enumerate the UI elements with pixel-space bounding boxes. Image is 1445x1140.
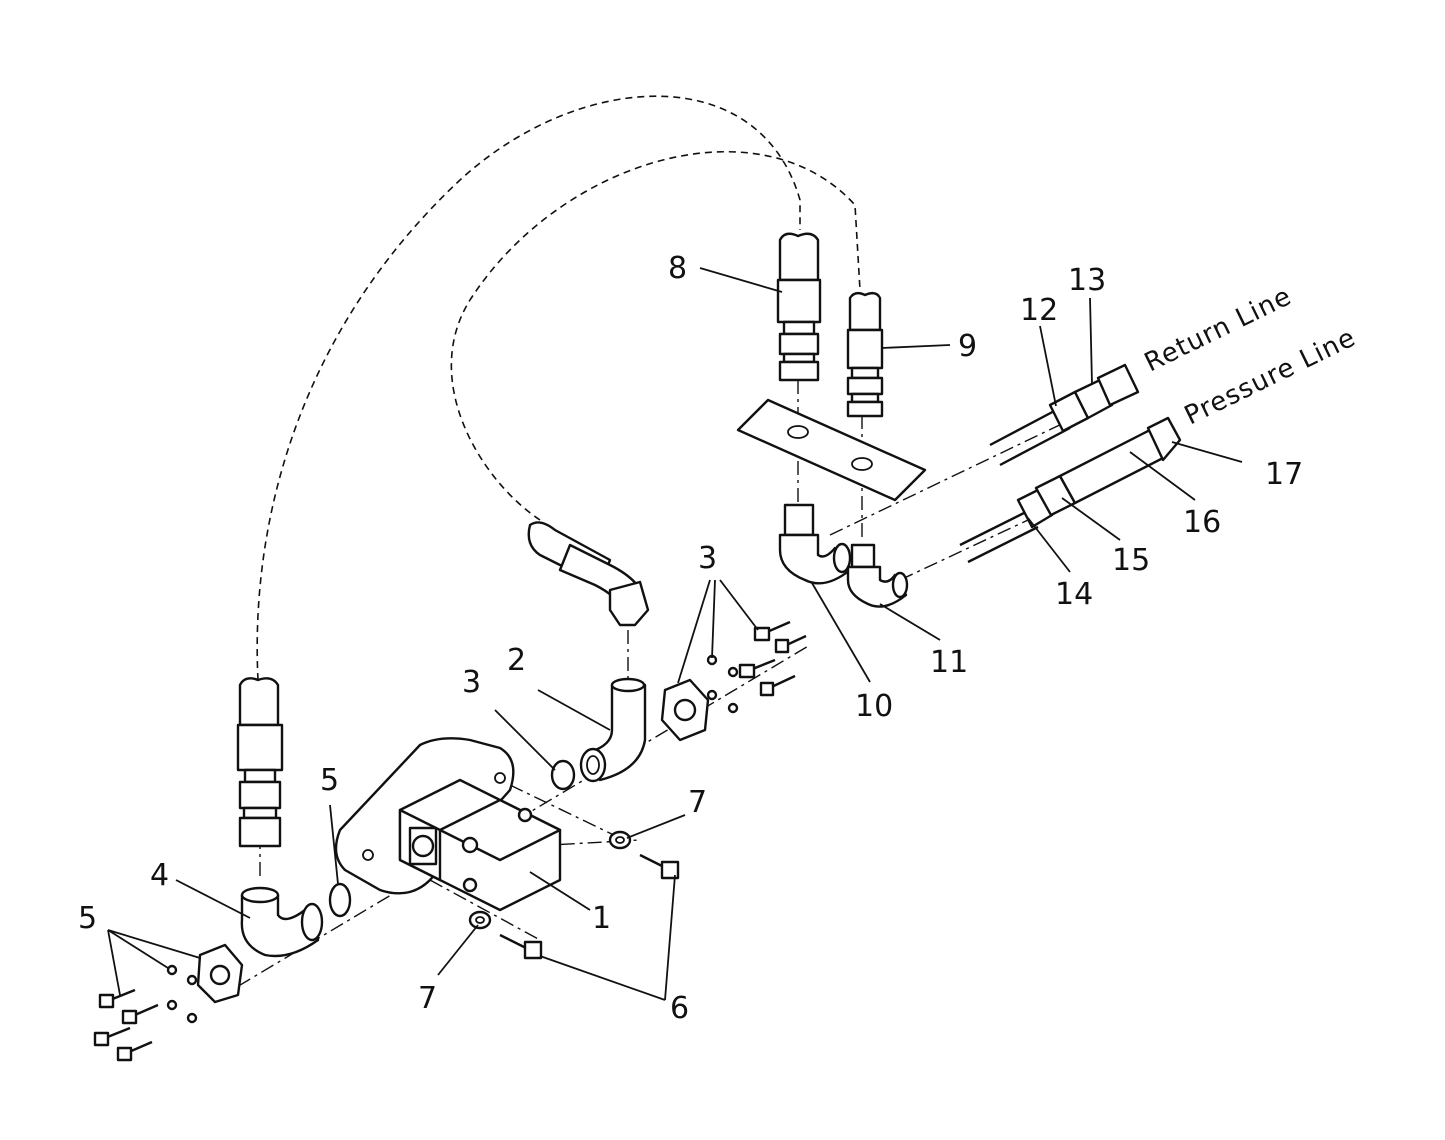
callout-14: 14	[1055, 577, 1093, 612]
mount-bolts-6	[499, 853, 680, 960]
callout-5-oring: 5	[320, 763, 339, 798]
flange-5	[196, 943, 244, 1004]
hose-end-8	[776, 232, 822, 382]
callout-12: 12	[1020, 293, 1058, 328]
callout-2: 2	[507, 643, 526, 678]
callout-6: 6	[670, 991, 689, 1026]
flange-bolts-3	[706, 620, 807, 714]
elbow-fitting-2	[579, 677, 647, 783]
hose-end-center	[527, 521, 650, 627]
callout-15: 15	[1112, 543, 1150, 578]
callout-9: 9	[958, 329, 977, 364]
callout-5-flange: 5	[78, 901, 97, 936]
hose-end-9	[846, 291, 884, 418]
callout-7-upper: 7	[688, 785, 707, 820]
leader-lines	[107, 267, 1243, 1001]
callout-labels: 1 2 3 3 4 5 5 6 7 7 8 9 10 11 12 13 14 1…	[78, 251, 1303, 1026]
elbow-fitting-10	[778, 503, 852, 585]
pump-assembly	[334, 737, 562, 912]
callout-8: 8	[668, 251, 687, 286]
washers-7	[468, 830, 632, 930]
flange-3	[660, 678, 710, 742]
dust-cap-17	[1146, 416, 1182, 462]
return-hose-12	[989, 390, 1090, 467]
hose-routing	[256, 95, 861, 681]
pressure-hose-14	[959, 488, 1054, 564]
flange-bolts-5	[93, 964, 198, 1062]
callout-4: 4	[150, 858, 169, 893]
o-ring-3	[550, 759, 576, 791]
callout-7-lower: 7	[418, 981, 437, 1016]
o-ring-5	[328, 882, 352, 918]
callout-3-flange: 3	[698, 541, 717, 576]
bulkhead-plate	[736, 398, 927, 502]
callout-13: 13	[1068, 263, 1106, 298]
callout-11: 11	[930, 645, 968, 680]
hose-end-left	[236, 677, 284, 848]
elbow-fitting-4	[240, 886, 324, 958]
return-fitting-13	[1073, 363, 1140, 420]
callout-1: 1	[592, 901, 611, 936]
callout-10: 10	[855, 689, 893, 724]
callout-17: 17	[1265, 457, 1303, 492]
callout-3-oring: 3	[462, 665, 481, 700]
elbow-fitting-11	[846, 543, 909, 608]
callout-16: 16	[1183, 505, 1221, 540]
